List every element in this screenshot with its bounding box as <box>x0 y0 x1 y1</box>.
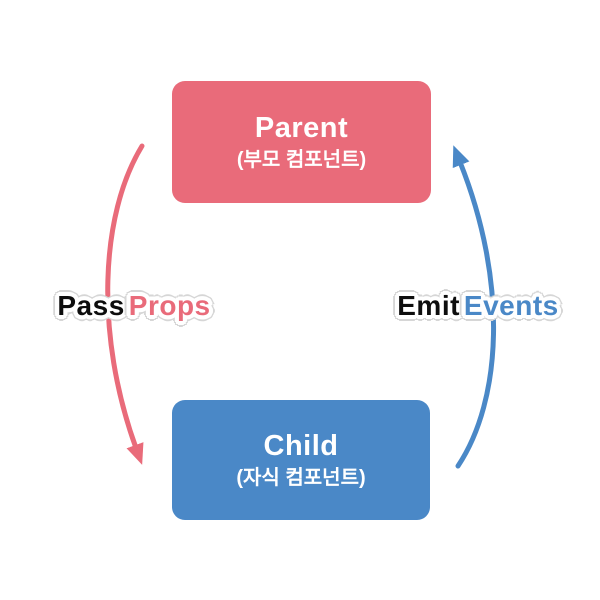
emit-events-label-word2: Events <box>463 290 559 321</box>
pass-props-arrow <box>105 143 145 465</box>
child-component-box: Child (자식 컴포넌트) <box>172 400 430 520</box>
parent-box-subtitle: (부모 컴포넌트) <box>236 149 367 171</box>
pass-props-label-word1: Pass <box>57 290 125 321</box>
child-box-title: Child <box>263 430 339 462</box>
emit-events-label-word1: Emit <box>397 290 460 321</box>
child-box-subtitle: (자식 컴포넌트) <box>236 467 366 489</box>
parent-box-title: Parent <box>254 112 349 144</box>
emit-events-arrow <box>452 145 497 469</box>
pass-props-label-word2: Props <box>128 290 211 321</box>
parent-component-box: Parent (부모 컴포넌트) <box>172 81 431 203</box>
